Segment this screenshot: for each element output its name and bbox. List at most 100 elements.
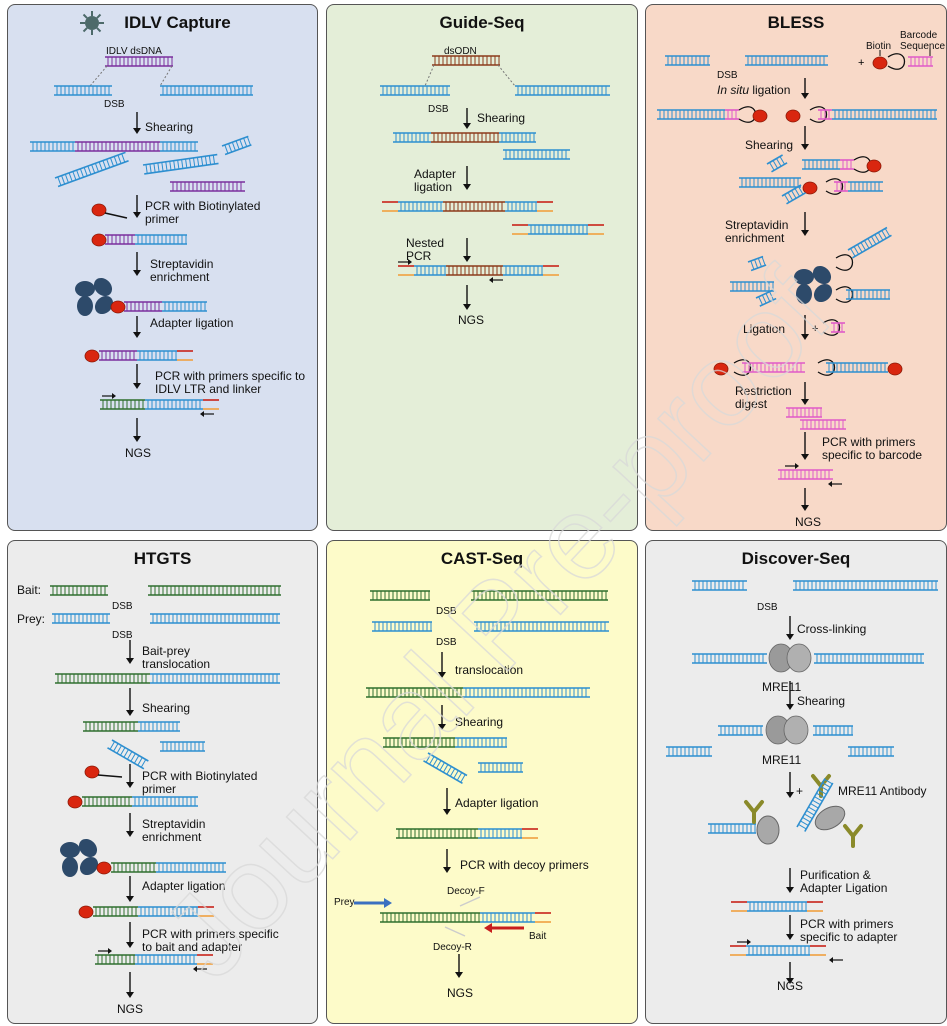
- bless-biotin-label: Biotin: [866, 41, 892, 52]
- shear-b: [138, 721, 180, 732]
- arrow-adapter-head: [126, 896, 134, 902]
- decoy-r-primer: [444, 926, 466, 937]
- decoy-f-primer: [459, 896, 481, 907]
- htgts-shearing-label: Shearing: [142, 701, 191, 715]
- primer-fwd-tip: [108, 948, 112, 954]
- frag1: [221, 135, 252, 156]
- trans-a: [366, 687, 463, 698]
- arrow-adapter-head: [463, 184, 471, 190]
- arrow-trans-head: [438, 672, 446, 678]
- shear-a: [83, 721, 138, 732]
- dna-right: [515, 85, 610, 96]
- cast-dsb2-label: DSB: [436, 637, 457, 648]
- guide-adapter-label: Adapter ligation: [414, 167, 457, 194]
- htgts-dsb2-label: DSB: [112, 630, 133, 641]
- discover-ngs-label: NGS: [777, 979, 804, 993]
- prey-right: [474, 621, 609, 632]
- biotin-ball: [752, 109, 768, 123]
- virus-spike: [96, 27, 102, 33]
- arrow-strep-head: [126, 831, 134, 837]
- discover-antibody-label: MRE11 Antibody: [838, 784, 927, 798]
- idlv-adapter-label: Adapter ligation: [150, 316, 234, 330]
- ligated-b: [137, 350, 177, 361]
- arrow-ligation-head: [801, 93, 809, 99]
- bless-ngs-label: NGS: [795, 515, 822, 529]
- arrow-shearing-head: [133, 128, 141, 134]
- lig-pink2: [818, 109, 832, 120]
- shear-a: [718, 725, 763, 736]
- primer-line: [97, 774, 123, 778]
- arrow-strep-head: [801, 230, 809, 236]
- frag-pink: [840, 159, 854, 170]
- cast-pcr-label: PCR with decoy primers: [460, 858, 589, 872]
- arrow-nested-head: [463, 256, 471, 262]
- biotin-ball: [84, 349, 100, 363]
- bless-strep-label: Streptavidin enrichment: [725, 218, 789, 245]
- frag: [423, 752, 468, 784]
- panel-bless: BLESS: [645, 4, 947, 531]
- lig-b: [832, 109, 937, 120]
- htgts-trans-label: Bait-prey translocation: [142, 644, 211, 671]
- streptavidin-lobe: [93, 277, 113, 297]
- discover-shearing-label: Shearing: [797, 694, 846, 708]
- mre11-complex-right: [783, 715, 809, 745]
- cast-dsb1-label: DSB: [436, 606, 457, 617]
- hairpin: [817, 359, 836, 376]
- htgts-strep-label: Streptavidin enrichment: [142, 817, 206, 844]
- primer-fwd-tip: [747, 939, 751, 945]
- arrow-pcr2-head: [133, 383, 141, 389]
- biotin-ball: [872, 56, 888, 70]
- trans-b: [463, 687, 590, 698]
- arrow-antibody-head: [786, 792, 794, 798]
- prey-left: [52, 613, 110, 624]
- final-b: [145, 399, 203, 410]
- frag: [781, 184, 806, 205]
- ab-frag2: [796, 778, 834, 832]
- prey-right: [150, 613, 280, 624]
- npcr-c: [503, 265, 543, 276]
- biotin-ball: [866, 159, 882, 173]
- prey-left: [372, 621, 432, 632]
- final-a: [100, 399, 145, 410]
- hairpin: [822, 319, 841, 336]
- npcr-a: [414, 265, 446, 276]
- panel-title: IDLV Capture: [124, 13, 231, 32]
- streptavidin-lobe: [79, 856, 99, 876]
- pcr-a: [380, 912, 480, 923]
- arrow-adapter-head: [133, 332, 141, 338]
- panel-title: BLESS: [767, 13, 825, 32]
- panel-title: HTGTS: [133, 549, 192, 568]
- biotin-ball: [785, 109, 801, 123]
- trans-b: [150, 673, 280, 684]
- biotin-ball: [802, 181, 818, 195]
- dsodn: [432, 55, 500, 66]
- streptavidin-lobe: [62, 857, 78, 877]
- lig-a: [396, 828, 478, 839]
- primer-fwd-tip: [795, 463, 799, 469]
- panel-discover-seq: Discover-Seq: [645, 540, 947, 1024]
- frag-b: [802, 159, 840, 170]
- plus-sign: +: [812, 323, 818, 335]
- barcode-seq: [831, 322, 845, 333]
- htgts-pcr2-label: PCR with primers specific to bait and ad…: [142, 927, 279, 954]
- pcr-prod: [778, 469, 833, 480]
- lig-pink: [725, 109, 739, 120]
- fin-a: [95, 954, 135, 965]
- primer-fwd-tip: [408, 259, 412, 265]
- dna-left: [54, 85, 112, 96]
- frag: [107, 739, 149, 770]
- dna-left: [665, 55, 710, 66]
- biotin-ball: [91, 233, 107, 247]
- shear-b: [455, 737, 507, 748]
- sheared-b: [431, 132, 499, 143]
- antibody-bound: [744, 800, 764, 824]
- arrow-shearing-head: [463, 123, 471, 129]
- biotin-ball: [67, 795, 83, 809]
- idlv-pcr-label: PCR with Biotinylated primer: [145, 199, 261, 226]
- discover-mre11b-label: MRE11: [762, 753, 802, 767]
- biotin-ball: [110, 300, 126, 314]
- primer-line: [104, 212, 128, 219]
- guide-dsb-label: DSB: [428, 104, 449, 115]
- biotin-ball: [887, 362, 903, 376]
- arrow-digest-head: [801, 399, 809, 405]
